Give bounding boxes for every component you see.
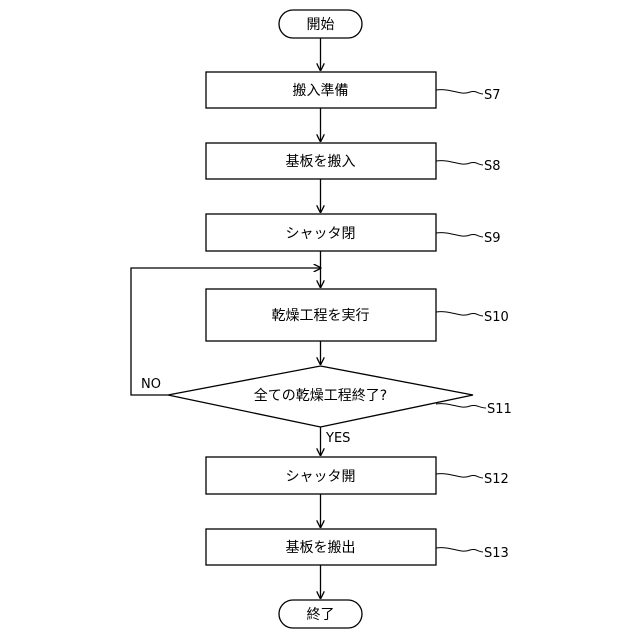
- step-s7: 搬入準備: [206, 72, 436, 108]
- ref-s8: S8: [484, 159, 501, 174]
- ref-s13: S13: [484, 546, 509, 561]
- step-s9: シャッタ閉: [206, 214, 436, 251]
- step-s7-label: 搬入準備: [293, 83, 349, 99]
- ref-s11: S11: [487, 402, 512, 417]
- leader-s9: [436, 233, 483, 237]
- branch-no-label: NO: [141, 377, 161, 392]
- leader-s8: [436, 161, 483, 165]
- decision-s11: 全ての乾燥工程終了?: [168, 366, 473, 427]
- branch-yes-label: YES: [325, 431, 350, 446]
- end-label: 終了: [307, 607, 335, 623]
- step-s9-label: シャッタ閉: [286, 226, 356, 242]
- step-s13: 基板を搬出: [206, 529, 436, 565]
- step-s10-label: 乾燥工程を実行: [272, 308, 370, 324]
- leader-s13: [436, 548, 483, 552]
- step-s12-label: シャッタ開: [286, 469, 356, 485]
- leader-s10: [436, 312, 483, 316]
- leader-s12: [436, 474, 483, 478]
- step-s13-label: 基板を搬出: [286, 539, 356, 556]
- step-s8-label: 基板を搬入: [286, 153, 356, 170]
- ref-s9: S9: [484, 231, 501, 246]
- leader-s7: [436, 90, 483, 94]
- ref-s7: S7: [484, 88, 501, 103]
- ref-s10: S10: [484, 310, 509, 325]
- step-s8: 基板を搬入: [206, 143, 436, 179]
- decision-s11-label: 全ての乾燥工程終了?: [254, 387, 387, 404]
- ref-s12: S12: [484, 472, 509, 487]
- leader-s11: [436, 404, 486, 408]
- end-node: 終了: [279, 600, 362, 628]
- start-node: 開始: [279, 10, 362, 38]
- step-s10: 乾燥工程を実行: [206, 289, 436, 341]
- step-s12: シャッタ開: [206, 457, 436, 494]
- start-label: 開始: [307, 17, 335, 33]
